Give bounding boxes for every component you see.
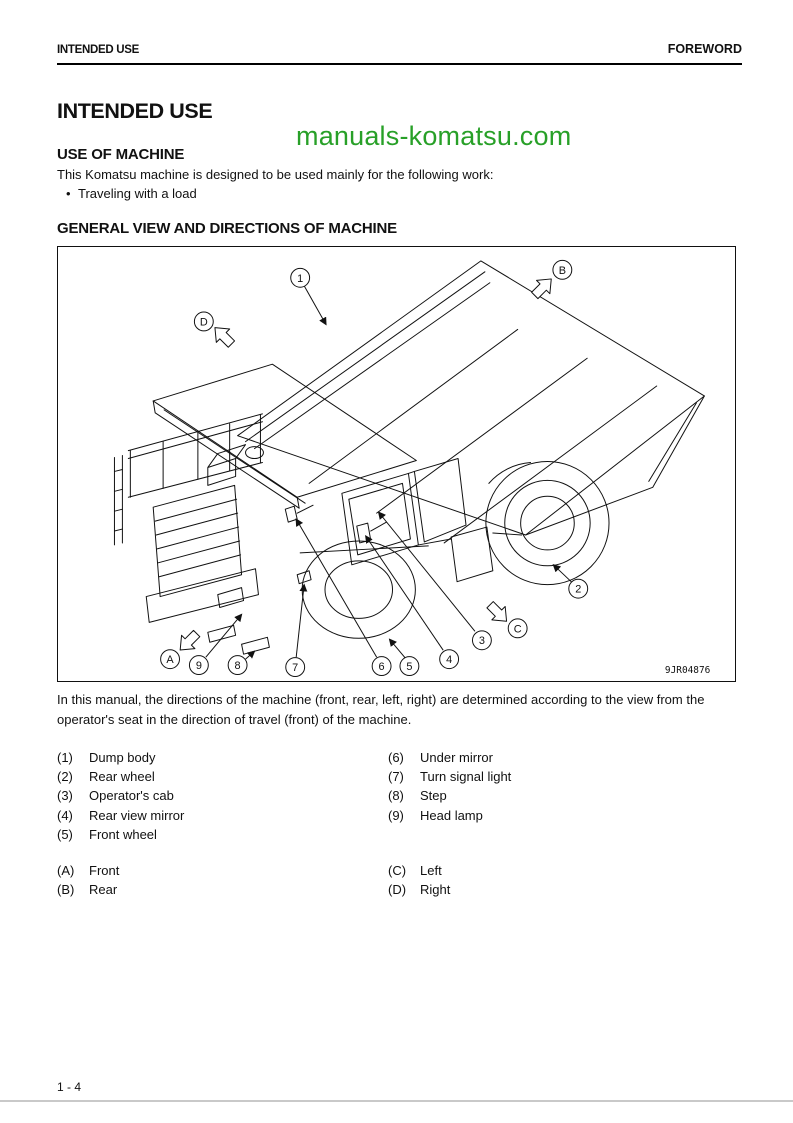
leader-lines: [205, 285, 573, 660]
callout-D: D: [193, 311, 214, 332]
use-of-machine-heading: USE OF MACHINE: [57, 146, 185, 163]
svg-text:C: C: [514, 623, 522, 635]
callout-A: A: [160, 649, 181, 670]
legend-row: (2)Rear wheel: [57, 769, 155, 785]
right-arrow: [214, 327, 236, 348]
legend-row: (4)Rear view mirror: [57, 807, 185, 823]
truck-line-art: [113, 260, 705, 655]
svg-text:4: 4: [446, 654, 452, 666]
legend-row: (5)Front wheel: [57, 826, 157, 842]
callout-5: 5: [399, 656, 420, 677]
legend-row: (3)Operator's cab: [57, 788, 174, 804]
svg-text:5: 5: [406, 661, 412, 673]
bullet-marker: •: [66, 186, 71, 201]
running-header-section: INTENDED USE: [57, 44, 140, 56]
legend-directions-right: (C)Left (D)Right: [388, 861, 450, 899]
svg-text:D: D: [200, 316, 208, 328]
legend-row: (6)Under mirror: [388, 750, 493, 765]
general-view-heading: GENERAL VIEW AND DIRECTIONS OF MACHINE: [57, 220, 397, 237]
callout-8: 8: [227, 655, 248, 676]
use-of-machine-intro: This Komatsu machine is designed to be u…: [57, 167, 494, 182]
watermark: manuals-komatsu.com: [296, 121, 572, 151]
callout-B: B: [552, 259, 573, 280]
machine-figure-frame: 1 2 3 4 5 6 7 8 9 A B C D 9JR04876: [57, 246, 736, 682]
svg-text:7: 7: [292, 662, 298, 674]
svg-text:A: A: [166, 654, 174, 666]
page-title: INTENDED USE: [57, 99, 213, 123]
legend-row: (B)Rear: [57, 882, 118, 898]
callout-2: 2: [568, 578, 589, 599]
machine-figure: 1 2 3 4 5 6 7 8 9 A B C D 9JR04876: [113, 259, 711, 678]
legend-numbered-right: (6)Under mirror (7)Turn signal light (8)…: [388, 748, 511, 825]
svg-text:3: 3: [479, 635, 485, 647]
direction-arrows: [179, 278, 552, 651]
callouts: 1 2 3 4 5 6 7 8 9 A B C D: [160, 259, 589, 678]
svg-text:2: 2: [575, 584, 581, 596]
svg-text:6: 6: [379, 661, 385, 673]
left-arrow: [486, 601, 508, 622]
scan-edge: [0, 1100, 793, 1102]
callout-7: 7: [285, 657, 306, 678]
legend-row: (8)Step: [388, 788, 447, 804]
running-header-chapter: FOREWORD: [667, 42, 742, 56]
figure-code: 9JR04876: [665, 665, 711, 676]
svg-text:8: 8: [235, 660, 241, 672]
bullet-text: Traveling with a load: [78, 186, 197, 201]
callout-3: 3: [471, 630, 492, 651]
rear-arrow: [531, 278, 552, 300]
page-number: 1 - 4: [57, 1080, 82, 1094]
svg-text:B: B: [559, 265, 566, 277]
legend-row: (C)Left: [388, 863, 442, 878]
legend-row: (A)Front: [57, 863, 120, 878]
callout-1: 1: [290, 267, 311, 288]
front-arrow: [179, 629, 201, 651]
legend-row: (7)Turn signal light: [388, 769, 512, 785]
legend-directions-left: (A)Front (B)Rear: [57, 861, 119, 899]
bullet-item: • Traveling with a load: [66, 186, 197, 201]
callout-C: C: [507, 618, 528, 639]
legend-row: (9)Head lamp: [388, 807, 483, 823]
callout-6: 6: [371, 656, 392, 677]
svg-text:1: 1: [297, 273, 303, 285]
svg-text:9: 9: [196, 660, 202, 672]
header-rule: [57, 63, 742, 65]
legend-row: (1)Dump body: [57, 750, 156, 765]
callout-9: 9: [188, 655, 209, 676]
legend-row: (D)Right: [388, 882, 451, 898]
figure-caption: In this manual, the directions of the ma…: [57, 692, 705, 727]
legend-numbered-left: (1)Dump body (2)Rear wheel (3)Operator's…: [57, 748, 184, 844]
callout-4: 4: [439, 649, 460, 670]
